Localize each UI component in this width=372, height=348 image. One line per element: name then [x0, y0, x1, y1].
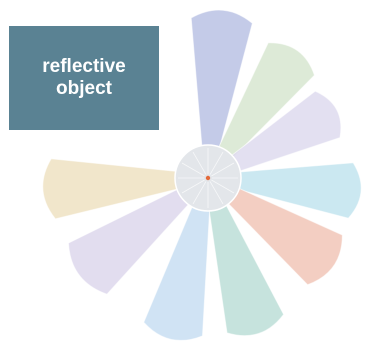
hub: [175, 145, 241, 211]
hub-center-dot: [206, 176, 210, 180]
